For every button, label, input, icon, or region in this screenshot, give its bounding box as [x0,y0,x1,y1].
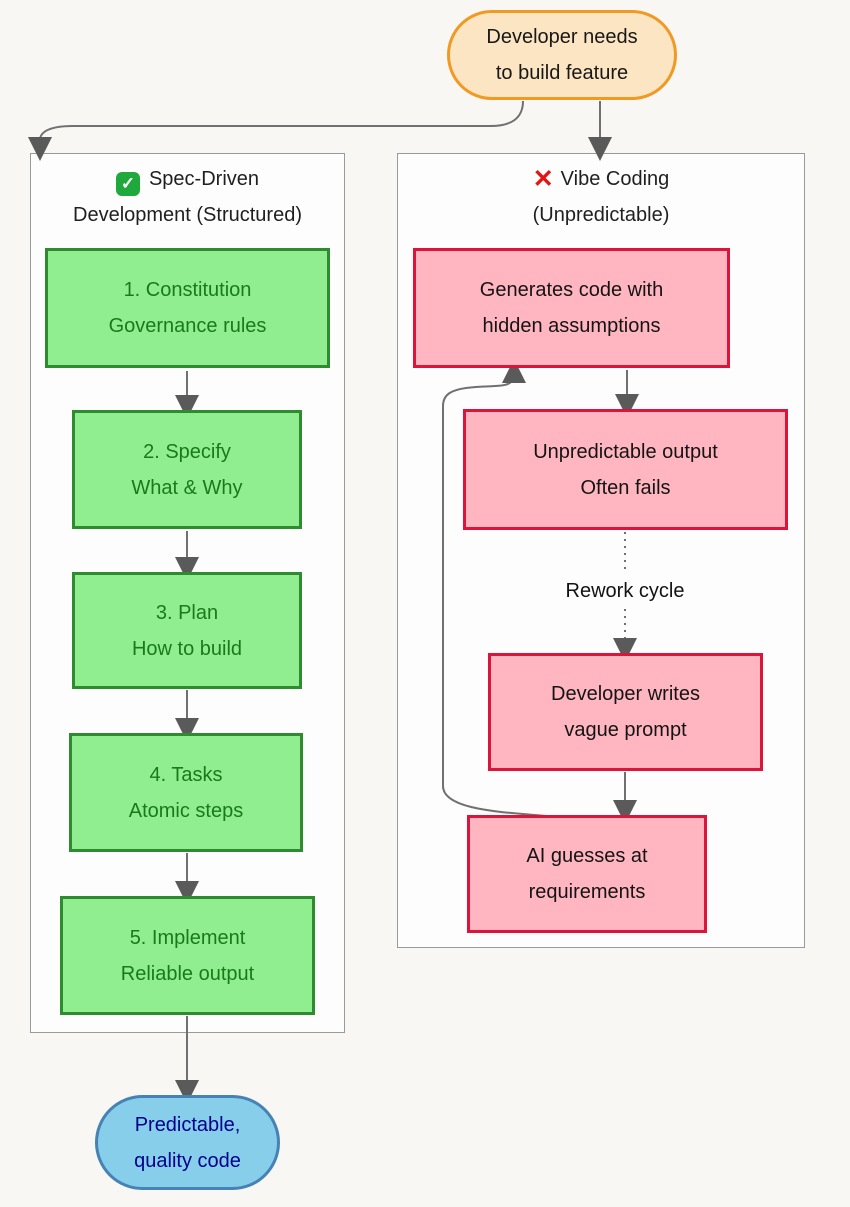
node-ai-guesses-line2: requirements [528,881,646,903]
node-specify-line2: What & Why [131,476,243,499]
subgraph-vibe-coding-title-text1: Vibe Coding [560,168,670,190]
node-tasks-line1: 4. Tasks [149,763,223,786]
node-predictable-code: Predictable, quality code [95,1095,280,1190]
node-ai-guesses-line1: AI guesses at [526,845,648,867]
node-implement: 5. Implement Reliable output [60,896,315,1015]
node-tasks-line2: Atomic steps [128,799,244,822]
subgraph-spec-driven-title-line2: Development (Structured) [73,204,302,226]
node-specify: 2. Specify What & Why [72,410,302,529]
node-generates-code-line2: hidden assumptions [482,315,661,337]
subgraph-vibe-coding-title: ✕ Vibe Coding (Unpredictable) [397,161,805,233]
node-developer-writes: Developer writes vague prompt [488,653,763,771]
subgraph-vibe-coding-title-line1: ✕ Vibe Coding [397,161,805,197]
edge-start-to-spec [28,100,524,161]
node-developer-needs-line1: Developer needs [486,26,638,48]
node-constitution: 1. Constitution Governance rules [45,248,330,368]
node-constitution-line2: Governance rules [108,315,267,337]
node-predictable-code-line2: quality code [134,1149,241,1172]
edge-ai-to-generates-feedback [442,359,547,817]
subgraph-vibe-coding-title-line2: (Unpredictable) [532,204,670,226]
node-plan-line1: 3. Plan [155,601,219,624]
node-generates-code-line1: Generates code with [479,279,664,301]
node-constitution-line1: 1. Constitution [123,279,252,301]
node-generates-code: Generates code with hidden assumptions [413,248,730,368]
subgraph-spec-driven-title-text1: Spec-Driven [148,168,260,190]
node-ai-guesses: AI guesses at requirements [467,815,707,933]
node-tasks: 4. Tasks Atomic steps [69,733,303,852]
node-plan-line2: How to build [131,637,243,660]
subgraph-spec-driven-title-line1: ✓ Spec-Driven [30,161,345,197]
node-unpredictable-output: Unpredictable output Often fails [463,409,788,530]
node-developer-needs-line2: to build feature [495,62,629,84]
node-predictable-code-line1: Predictable, [134,1113,241,1136]
node-developer-writes-line2: vague prompt [564,719,687,741]
node-unpredictable-output-line2: Often fails [580,476,671,499]
edge-label-rework-cycle: Rework cycle [548,573,702,609]
node-developer-writes-line1: Developer writes [551,683,700,705]
node-implement-line1: 5. Implement [129,926,246,949]
node-plan: 3. Plan How to build [72,572,302,689]
node-specify-line1: 2. Specify [143,440,231,463]
check-badge-icon: ✓ [115,172,140,196]
node-implement-line2: Reliable output [120,962,255,985]
subgraph-spec-driven-title: ✓ Spec-Driven Development (Structured) [30,161,345,233]
node-unpredictable-output-line1: Unpredictable output [533,440,718,463]
cross-mark-icon: ✕ [532,165,554,193]
node-developer-needs: Developer needs to build feature [447,10,677,100]
